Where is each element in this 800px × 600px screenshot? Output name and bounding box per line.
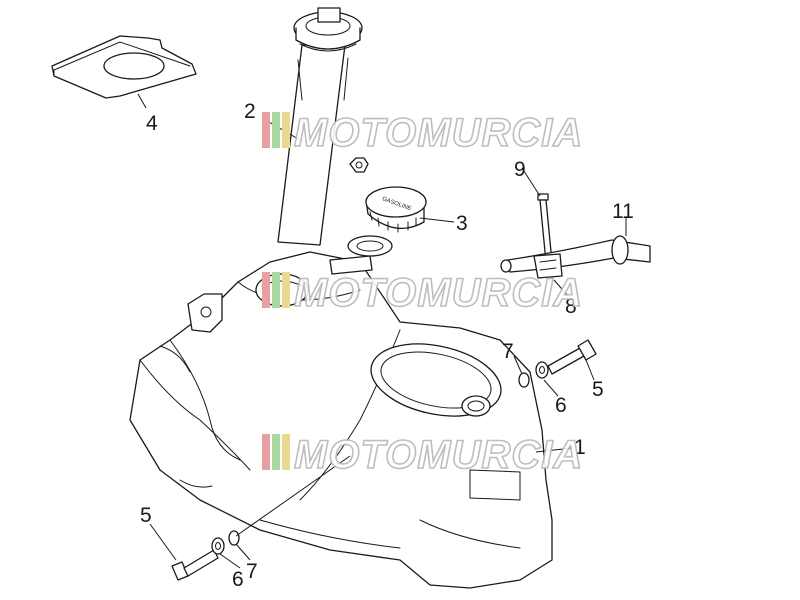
part-9-screw	[537, 193, 553, 263]
bolt-set-left	[171, 530, 240, 581]
label-2: 2	[244, 100, 256, 123]
label-5-right: 5	[592, 378, 604, 401]
label-6-right: 6	[555, 394, 567, 417]
part-6-washer-right	[535, 361, 549, 379]
watermark-text-top: MOTOMURCIA	[294, 111, 583, 155]
tank-filler-neck	[329, 255, 373, 275]
label-1: 1	[574, 436, 586, 459]
leader-lines	[137, 93, 627, 569]
tank-bracket	[187, 293, 223, 333]
label-5-left: 5	[140, 504, 152, 527]
label-7-left: 7	[246, 560, 258, 583]
part-5-bolt-right	[547, 347, 585, 375]
label-3: 3	[456, 212, 468, 235]
label-4: 4	[146, 112, 158, 135]
tank-top-opening	[370, 343, 502, 417]
watermark-middle: MOTOMURCIA	[262, 270, 583, 316]
label-9: 9	[514, 158, 526, 181]
label-7-right: 7	[502, 340, 514, 363]
part-8-clamp	[533, 253, 563, 279]
label-8: 8	[565, 295, 577, 318]
watermark-text-middle: MOTOMURCIA	[294, 271, 583, 315]
watermark-top: MOTOMURCIA	[262, 110, 583, 156]
part-4-pad	[51, 35, 197, 99]
label-6-left: 6	[232, 568, 244, 591]
part-6-washer-left	[211, 537, 225, 555]
cap-gasket	[347, 235, 393, 257]
part-7-washer-left	[228, 530, 240, 546]
part-11-hose	[500, 235, 651, 273]
part-3-fuel-cap: GASOLINE	[365, 186, 427, 233]
watermark-bottom: MOTOMURCIA	[262, 432, 583, 478]
callout-numbers: 4 2 3 9 11 8 7 6 5 1 5 6 7	[140, 100, 634, 591]
label-11: 11	[612, 200, 634, 223]
part-7-washer-right	[518, 372, 530, 388]
bolt-set-right	[518, 339, 597, 388]
part-2-fuel-sender	[277, 7, 363, 246]
watermark-text-bottom: MOTOMURCIA	[294, 433, 583, 477]
nut	[349, 157, 369, 173]
